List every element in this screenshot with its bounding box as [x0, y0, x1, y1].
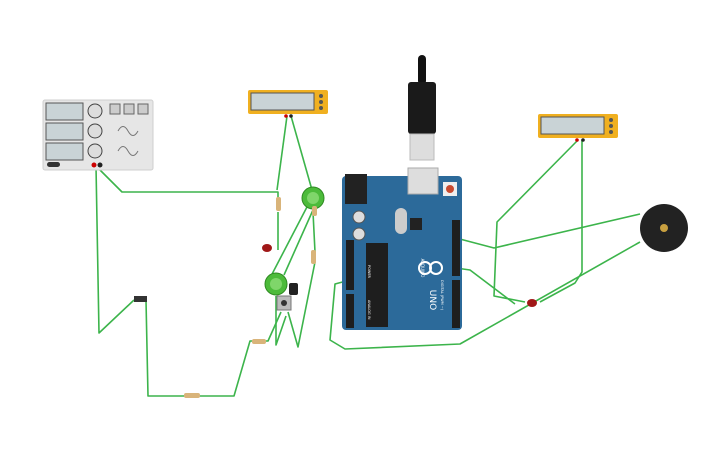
analog-header — [346, 294, 354, 328]
wire[interactable] — [283, 209, 314, 276]
sine-wave-icon — [117, 146, 139, 156]
wire[interactable] — [329, 241, 641, 350]
positive-terminal[interactable] — [91, 162, 97, 168]
wire[interactable] — [276, 115, 288, 191]
power-switch[interactable] — [47, 162, 60, 167]
resistor[interactable] — [312, 206, 317, 216]
function-generator[interactable] — [42, 99, 154, 171]
power-jack — [345, 174, 367, 204]
digital-header — [452, 280, 460, 328]
amplitude-knob[interactable] — [87, 123, 103, 139]
wire[interactable] — [95, 165, 279, 200]
wire[interactable] — [493, 139, 579, 303]
wire[interactable] — [287, 211, 316, 348]
triangle-wave-button[interactable] — [137, 103, 149, 115]
sine-wave-button[interactable] — [123, 103, 135, 115]
resistor[interactable] — [252, 339, 266, 344]
wire[interactable] — [539, 140, 583, 303]
potentiometer[interactable] — [289, 283, 298, 295]
red-led[interactable] — [262, 244, 272, 252]
wire[interactable] — [95, 165, 135, 334]
generator-display — [45, 102, 84, 121]
generator-display — [45, 122, 84, 141]
slide-switch[interactable] — [134, 296, 147, 302]
digital-label: DIGITAL (PWM ~) — [440, 280, 444, 311]
resistor[interactable] — [276, 197, 281, 211]
wires — [95, 115, 641, 397]
power-header — [346, 240, 354, 290]
offset-knob[interactable] — [87, 143, 103, 159]
usb-cable[interactable] — [408, 55, 436, 161]
wire[interactable] — [269, 204, 309, 279]
frequency-knob[interactable] — [87, 103, 103, 119]
red-led[interactable] — [527, 299, 537, 307]
resistor[interactable] — [311, 250, 316, 264]
analog-label: ANALOG IN — [367, 300, 371, 320]
wire[interactable] — [290, 115, 313, 191]
generator-display — [45, 142, 84, 161]
digital-header — [452, 220, 460, 276]
wire[interactable] — [455, 213, 641, 249]
wire[interactable] — [275, 296, 287, 346]
usb-port — [407, 167, 439, 195]
resistor[interactable] — [184, 393, 200, 398]
multimeter[interactable] — [248, 90, 328, 118]
arduino-uno[interactable]: UNO ARDUINO POWER ANALOG IN DIGITAL (PWM… — [342, 167, 462, 330]
wire[interactable] — [145, 299, 282, 397]
model-label: UNO — [427, 290, 437, 310]
multimeter-display — [250, 92, 315, 111]
square-wave-button[interactable] — [109, 103, 121, 115]
sine-wave-icon — [117, 126, 139, 136]
negative-terminal[interactable] — [97, 162, 103, 168]
brand-label: ARDUINO — [420, 259, 425, 278]
multimeter-display — [540, 116, 605, 135]
multimeter[interactable] — [538, 114, 618, 142]
power-label: POWER — [367, 265, 371, 279]
atmega-chip — [366, 243, 388, 327]
